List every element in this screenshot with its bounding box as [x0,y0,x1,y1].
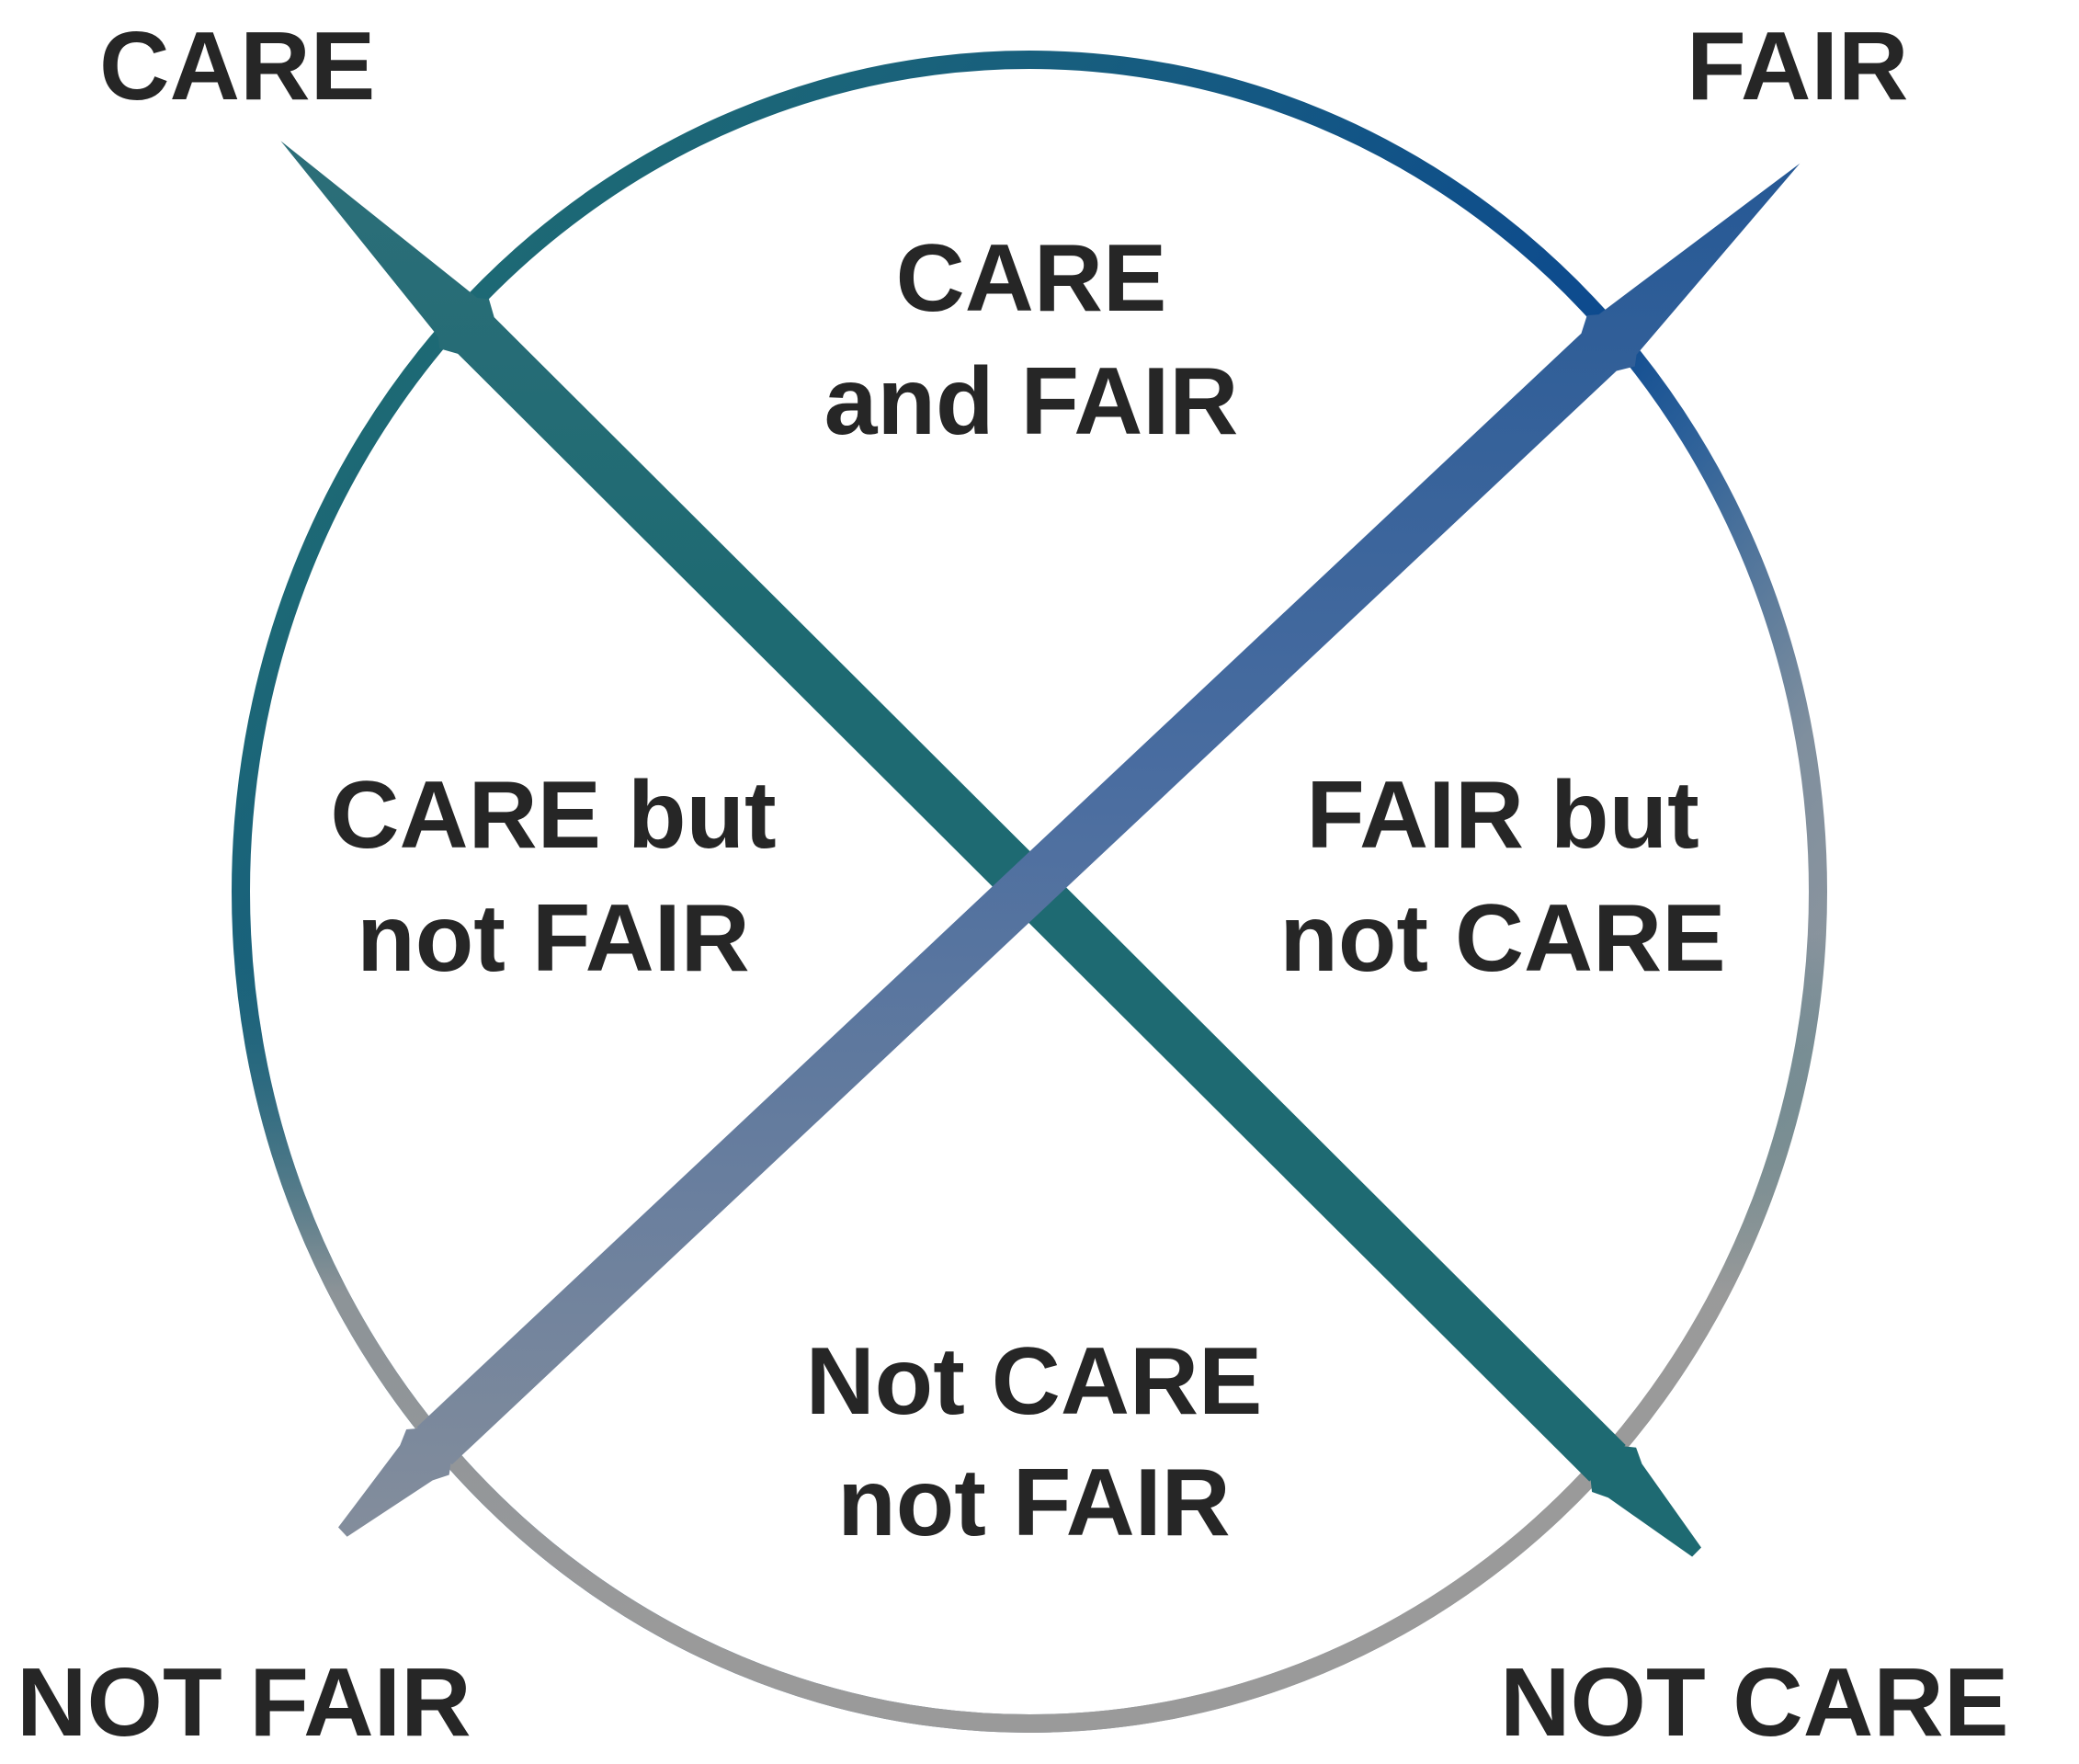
quadrant-bottom-line-2: not FAIR [837,1450,1230,1556]
fair-axis-label: FAIR [1687,12,1908,120]
care-axis-arrow [280,141,1701,1557]
quadrant-bottom-line-1: Not CARE [806,1328,1263,1435]
fair-axis-arrow [338,163,1801,1537]
quadrant-right-line-2: not CARE [1279,885,1725,992]
circle-ring [232,51,1827,1733]
care-axis-label: CARE [99,12,375,120]
quadrant-left-line-1: CARE but [330,762,776,869]
quadrant-right-line-1: FAIR but [1306,762,1698,869]
not-fair-axis-label: NOT FAIR [17,1648,471,1757]
quadrant-left-line-2: not FAIR [357,885,749,992]
quadrant-top-line-2: and FAIR [824,348,1239,455]
quadrant-top-line-1: CARE [896,225,1167,332]
not-care-axis-label: NOT CARE [1500,1648,2009,1757]
